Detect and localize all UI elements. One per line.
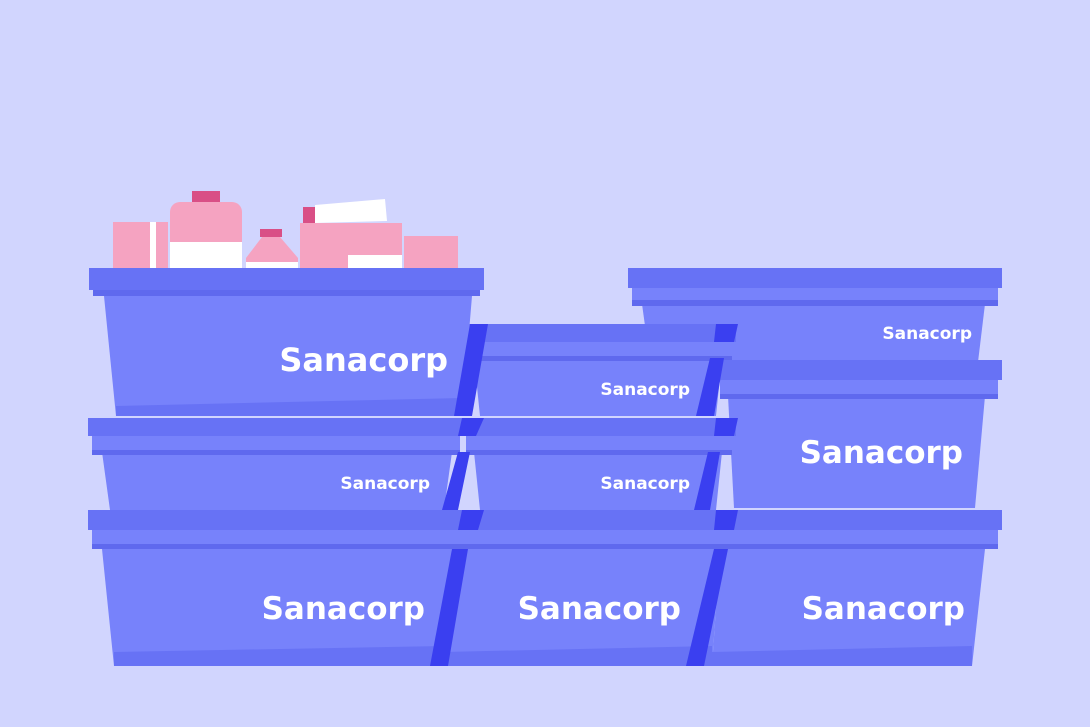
vial-icon (246, 229, 298, 270)
crate-bottom-right: Sanacorp (712, 549, 985, 666)
crate-top-right: Sanacorp (628, 268, 1002, 362)
strap-bands (430, 324, 738, 666)
box-icon (404, 236, 458, 270)
crate-brand-label: Sanacorp (600, 380, 690, 400)
crate-bottom-row-lid (88, 510, 1002, 549)
tube-icon (303, 199, 387, 223)
crate-brand-label: Sanacorp (882, 324, 972, 344)
crate-middle-center-lower: Sanacorp (462, 418, 736, 510)
crate-brand-label: Sanacorp (802, 591, 965, 627)
crate-brand-label: Sanacorp (279, 341, 448, 379)
crate-brand-label: Sanacorp (800, 435, 963, 471)
crate-bottom-left: Sanacorp (102, 549, 452, 666)
crate-brand-label: Sanacorp (518, 591, 681, 627)
box-icon (113, 222, 168, 270)
crate-middle-left: Sanacorp (88, 418, 464, 510)
crate-bottom-center: Sanacorp (444, 549, 720, 666)
crate-top-left: Sanacorp (89, 268, 484, 416)
crate-middle-right: Sanacorp (716, 360, 1002, 508)
crate-brand-label: Sanacorp (600, 474, 690, 494)
package-icon (300, 223, 402, 270)
crate-middle-center-upper: Sanacorp (462, 324, 736, 416)
crate-brand-label: Sanacorp (340, 474, 430, 494)
bottle-icon (170, 191, 242, 270)
crate-brand-label: Sanacorp (262, 591, 425, 627)
products-group (113, 191, 458, 270)
